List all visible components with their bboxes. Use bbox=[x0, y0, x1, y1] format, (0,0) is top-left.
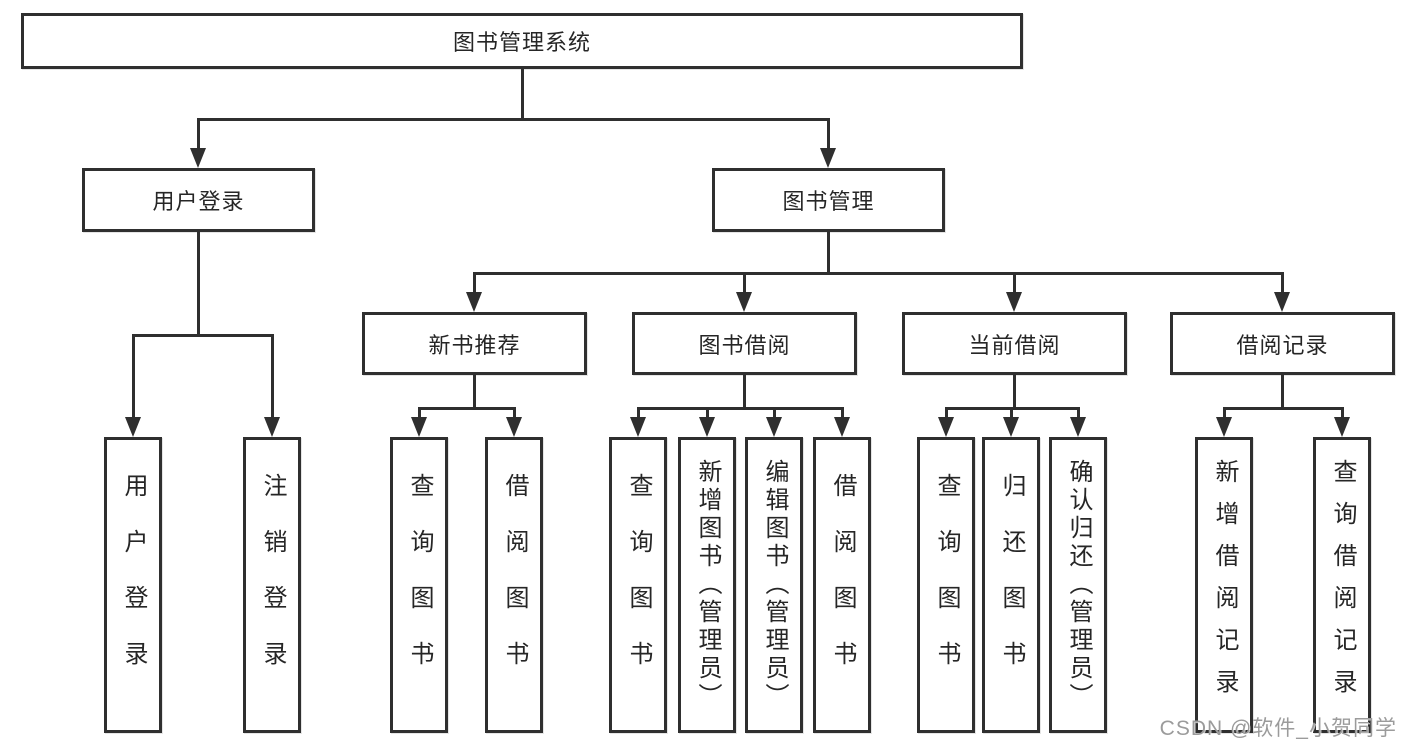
arrowhead-icon bbox=[190, 148, 206, 168]
arrowhead-icon bbox=[506, 417, 522, 437]
leaf-return-books: 归还图书 bbox=[982, 437, 1040, 733]
leaf-edit-books-admin: 编辑图书（管理员） bbox=[745, 437, 803, 733]
connector-hbar bbox=[637, 407, 844, 410]
arrowhead-icon bbox=[1334, 417, 1350, 437]
connector-shaft bbox=[1076, 407, 1080, 420]
leaf-borrow-books: 借阅图书 bbox=[813, 437, 871, 733]
leaf-borrow-books-recommend: 借阅图书 bbox=[485, 437, 543, 733]
node-label: 编辑图书（管理员） bbox=[761, 459, 788, 711]
connector-hbar bbox=[418, 407, 516, 410]
node-new-book-recommend: 新书推荐 bbox=[362, 312, 587, 375]
connector-shaft bbox=[636, 407, 640, 420]
node-label: 注销登录 bbox=[259, 473, 286, 697]
arrowhead-icon bbox=[1274, 292, 1290, 312]
node-label: 查询图书 bbox=[625, 473, 652, 697]
node-book-borrowing: 图书借阅 bbox=[632, 312, 857, 375]
connector-shaft bbox=[1012, 272, 1016, 295]
node-user-login: 用户登录 bbox=[82, 168, 315, 232]
node-label: 用户登录 bbox=[152, 189, 245, 214]
connector-stub bbox=[197, 232, 200, 335]
connector-shaft bbox=[1222, 407, 1226, 420]
node-label: 确认归还（管理员） bbox=[1065, 459, 1092, 711]
arrowhead-icon bbox=[1003, 417, 1019, 437]
leaf-query-books-current: 查询图书 bbox=[917, 437, 975, 733]
node-label: 查询借阅记录 bbox=[1329, 459, 1356, 711]
connector-shaft bbox=[512, 407, 516, 420]
connector-stub bbox=[1280, 375, 1284, 408]
node-label: 图书管理 bbox=[782, 189, 875, 214]
connector-hbar bbox=[197, 118, 830, 121]
connector-shaft bbox=[826, 118, 830, 151]
connector-shaft bbox=[196, 118, 200, 151]
connector-shaft bbox=[840, 407, 844, 420]
connector-shaft bbox=[944, 407, 948, 420]
node-label: 图书借阅 bbox=[698, 332, 791, 358]
leaf-query-borrow-record: 查询借阅记录 bbox=[1313, 437, 1371, 733]
arrowhead-icon bbox=[630, 417, 646, 437]
leaf-query-books-recommend: 查询图书 bbox=[390, 437, 448, 733]
connector-shaft bbox=[1280, 272, 1284, 295]
node-label: 借阅图书 bbox=[829, 473, 856, 697]
connector-shaft bbox=[772, 407, 776, 420]
node-library-system-root: 图书管理系统 bbox=[21, 13, 1023, 69]
arrowhead-icon bbox=[411, 417, 427, 437]
arrowhead-icon bbox=[1216, 417, 1232, 437]
node-label: 借阅图书 bbox=[501, 473, 528, 697]
node-current-borrowing: 当前借阅 bbox=[902, 312, 1127, 375]
leaf-add-books-admin: 新增图书（管理员） bbox=[678, 437, 736, 733]
arrowhead-icon bbox=[938, 417, 954, 437]
connector-shaft bbox=[742, 272, 746, 295]
node-label: 图书管理系统 bbox=[452, 30, 591, 55]
connector-stub bbox=[520, 67, 524, 119]
watermark: CSDN @软件_小贺同学 bbox=[1159, 717, 1397, 740]
connector-shaft bbox=[1340, 407, 1344, 420]
node-label: 借阅记录 bbox=[1236, 332, 1329, 358]
connector-shaft bbox=[472, 272, 476, 295]
arrowhead-icon bbox=[1070, 417, 1086, 437]
connector-stub bbox=[472, 375, 476, 408]
connector-shaft bbox=[270, 334, 274, 420]
node-label: 查询图书 bbox=[933, 473, 960, 697]
node-label: 查询图书 bbox=[406, 473, 433, 697]
leaf-user-login: 用户登录 bbox=[104, 437, 162, 733]
arrowhead-icon bbox=[820, 148, 836, 168]
connector-shaft bbox=[1009, 407, 1013, 420]
leaf-add-borrow-record: 新增借阅记录 bbox=[1195, 437, 1253, 733]
connector-hbar bbox=[132, 334, 274, 337]
connector-hbar bbox=[945, 407, 1080, 410]
arrowhead-icon bbox=[736, 292, 752, 312]
connector-shaft bbox=[131, 334, 135, 420]
arrowhead-icon bbox=[699, 417, 715, 437]
arrowhead-icon bbox=[1006, 292, 1022, 312]
leaf-logout: 注销登录 bbox=[243, 437, 301, 733]
node-label: 新增借阅记录 bbox=[1211, 459, 1238, 711]
arrowhead-icon bbox=[466, 292, 482, 312]
connector-hbar bbox=[473, 272, 1284, 275]
arrowhead-icon bbox=[264, 417, 280, 437]
connector-shaft bbox=[705, 407, 709, 420]
leaf-confirm-return-admin: 确认归还（管理员） bbox=[1049, 437, 1107, 733]
node-label: 新书推荐 bbox=[428, 332, 521, 358]
node-book-management: 图书管理 bbox=[712, 168, 945, 232]
connector-stub bbox=[826, 232, 830, 273]
arrowhead-icon bbox=[766, 417, 782, 437]
leaf-query-books-borrow: 查询图书 bbox=[609, 437, 667, 733]
connector-stub bbox=[1012, 375, 1016, 408]
connector-stub bbox=[742, 375, 746, 408]
node-label: 新增图书（管理员） bbox=[694, 459, 721, 711]
node-label: 用户登录 bbox=[120, 473, 147, 697]
node-label: 当前借阅 bbox=[968, 332, 1061, 358]
connector-hbar bbox=[1223, 407, 1344, 410]
arrowhead-icon bbox=[125, 417, 141, 437]
arrowhead-icon bbox=[834, 417, 850, 437]
node-label: 归还图书 bbox=[998, 473, 1025, 697]
node-borrowing-records: 借阅记录 bbox=[1170, 312, 1395, 375]
connector-shaft bbox=[417, 407, 421, 420]
